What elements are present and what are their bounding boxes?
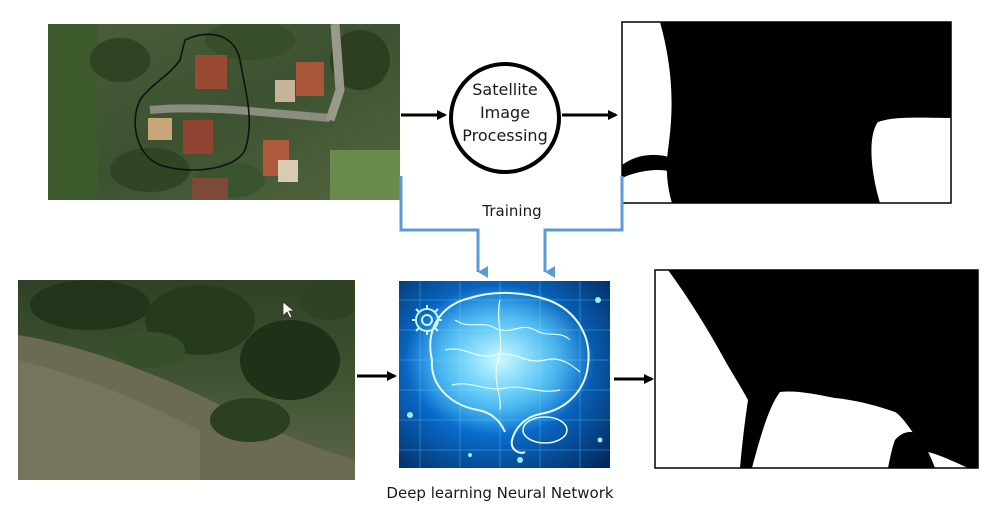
mask-bottom-frame (654, 269, 979, 469)
segmentation-mask-output-top (622, 22, 951, 203)
satellite-image-processing-node: Satellite Image Processing (449, 62, 561, 174)
training-arrow-from-image (399, 176, 488, 278)
deep-learning-neural-network-image (399, 281, 610, 468)
satellite-image-input-bottom (18, 280, 355, 480)
segmentation-mask-output-bottom (655, 270, 978, 468)
network-caption: Deep learning Neural Network (386, 484, 613, 502)
process-label-line2: Image (480, 103, 530, 122)
training-arrow-from-mask (543, 176, 624, 278)
process-label-line1: Satellite (472, 80, 538, 99)
training-label: Training (481, 202, 541, 220)
brain-circuit-icon (429, 291, 590, 454)
mouse-pointer-icon (282, 301, 296, 319)
satellite-image-input-top (48, 24, 400, 200)
process-label-line3: Processing (462, 126, 547, 145)
mask-top-frame (621, 21, 952, 204)
gear-icon (412, 305, 442, 335)
